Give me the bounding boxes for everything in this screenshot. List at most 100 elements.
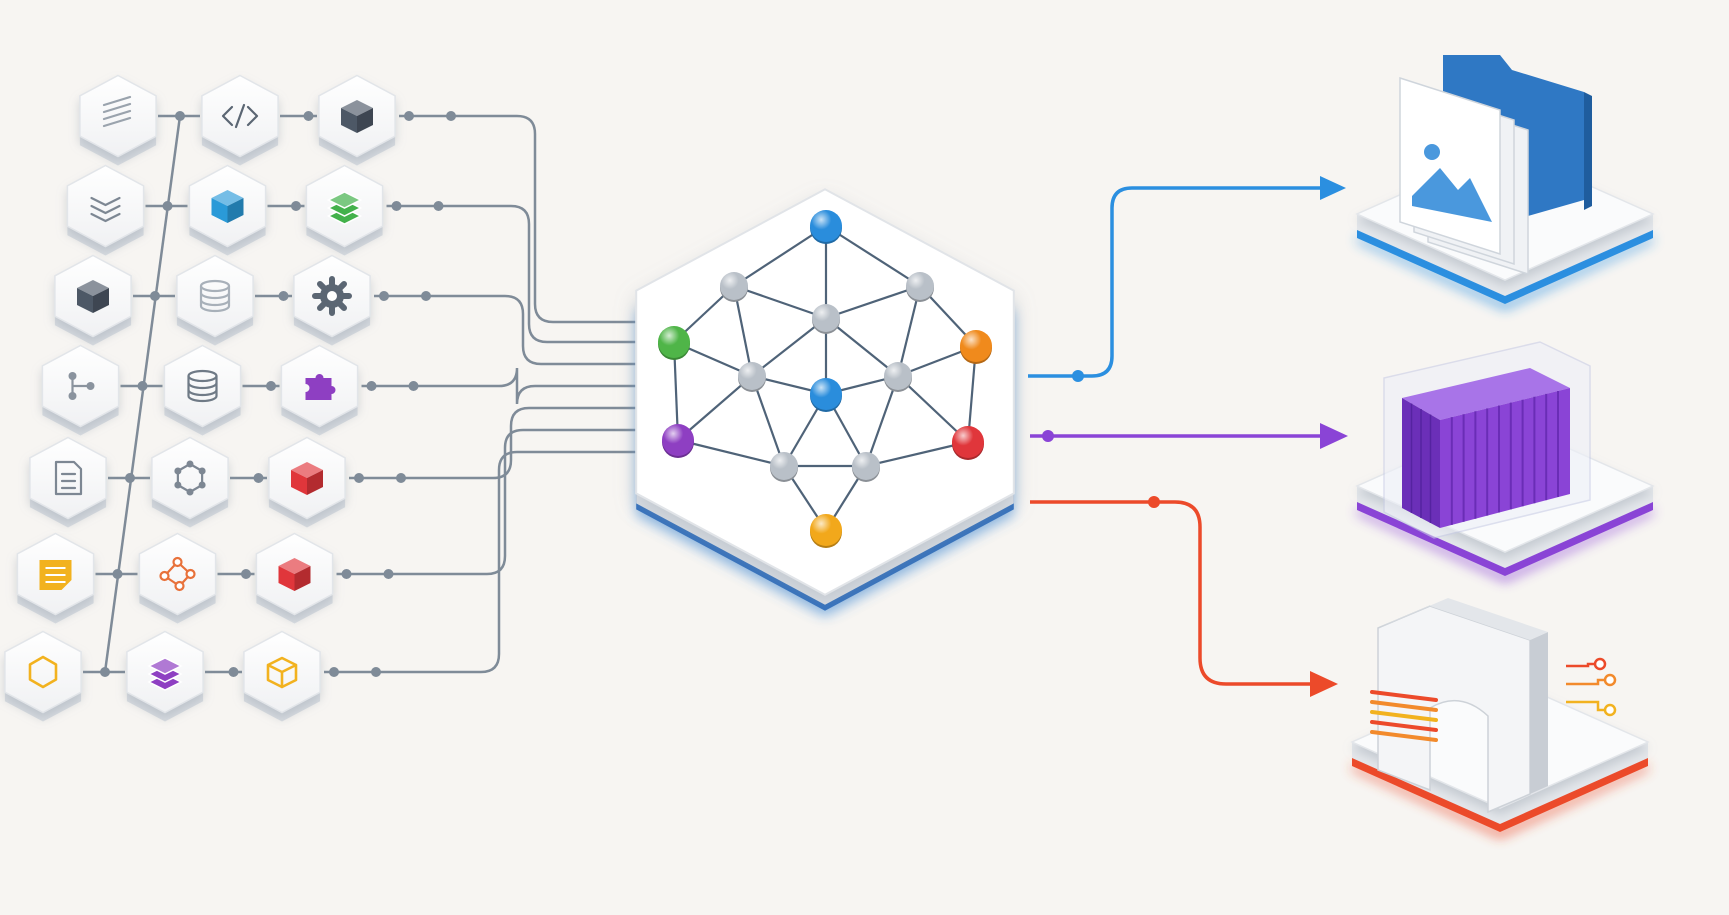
mountain-shape [1412,168,1492,222]
input-tile [188,164,267,256]
hub-feed-connector [374,294,662,366]
input-tile [29,436,107,528]
junction-dot [408,381,419,391]
junction-dot [354,473,364,483]
junction-dot [371,667,381,677]
data-stream-line [1370,710,1438,722]
graph-ring-icon [174,460,206,496]
tile-face [163,344,242,428]
arch-top [1378,598,1548,640]
junction-dot [366,381,377,391]
graph-edge [677,375,753,441]
graph-edge [733,284,827,320]
circuit-trace [1566,678,1604,686]
input-tile [4,630,82,722]
data-stream-line [1370,730,1438,742]
input-tile [255,532,334,624]
document-icon [54,460,83,496]
input-tile [16,532,95,624]
graph-edge [865,440,969,468]
folder-edge [1584,92,1592,210]
junction-dot [100,667,110,677]
share-nodes-icon [68,372,95,400]
input-tile [138,532,217,624]
arrow-head-icon [1310,671,1338,697]
circuit-trace [1566,700,1604,712]
input-tile [293,254,371,346]
junction-dot [421,291,431,301]
junction-dot [1148,496,1160,508]
input-tile [126,630,204,722]
junction-dot [433,201,444,211]
puzzle-piece-icon [305,374,336,400]
container-top [1402,368,1570,420]
sun-shape [1424,144,1440,160]
junction-dot [125,473,135,483]
layers-icon [326,191,363,225]
graph-node-highlight [960,330,992,362]
hexagon-outline-icon [28,655,58,689]
graph-edge [825,317,899,377]
hub-feed-connector [386,204,662,344]
data-stream-line [1370,700,1438,712]
graph-edge [750,375,786,467]
graph-edge [825,225,921,287]
package-box-icon [341,100,373,133]
box-open-icon [77,280,109,313]
junction-dot [404,111,414,121]
hub-feed-connector [361,367,662,405]
hub-feed-connector [349,406,662,480]
gear-icon [312,276,352,316]
junction-dot [162,201,173,211]
graph-edge [864,375,900,467]
junction-dot [228,667,239,677]
cube-wireframe-icon [266,656,298,689]
input-tile [201,74,279,166]
graph-nodes [658,210,992,548]
junction-dot [396,473,406,483]
input-tile [163,344,242,436]
container-side [1440,388,1570,528]
hub-feed-connector [399,114,662,324]
graph-node-highlight [810,210,842,242]
graph-node-highlight [658,326,690,358]
circuit-terminal [1603,673,1617,687]
arrow-head-icon [1320,176,1346,200]
junction-dot [341,569,352,579]
input-tile [176,254,254,346]
tile-face [176,254,254,338]
graph-node-highlight [720,272,748,300]
junction-dot [278,291,289,301]
graph-node-highlight [810,514,842,546]
input-tile [66,164,145,256]
input-tile [305,164,384,256]
output-targets [1350,55,1655,838]
junction-dot [1072,370,1084,382]
circuit-terminal [1593,657,1607,671]
junction-dot [137,381,148,391]
tile-face [29,436,107,520]
central-graph-hub [635,188,1015,617]
graph-node-highlight [738,362,766,390]
arrow-head-icon [1320,423,1348,449]
platform-side [1357,214,1653,296]
circuit-trace [1566,662,1594,668]
input-tile [318,74,396,166]
graph-edge [751,317,827,377]
input-tile [243,630,321,722]
database-icon [187,369,218,403]
cube-icon [211,190,244,223]
image-folder-icon [1399,55,1592,276]
junction-dot [150,291,160,301]
input-tile [79,74,157,166]
output-connector-1 [1028,186,1320,378]
graph-node-highlight [906,272,934,300]
tile-face [138,532,217,616]
shipping-container-icon [1383,341,1591,539]
graph-node-highlight [662,424,694,456]
hub-feed-connector [336,428,662,576]
input-tile [41,344,120,436]
graph-node-highlight [770,452,798,480]
